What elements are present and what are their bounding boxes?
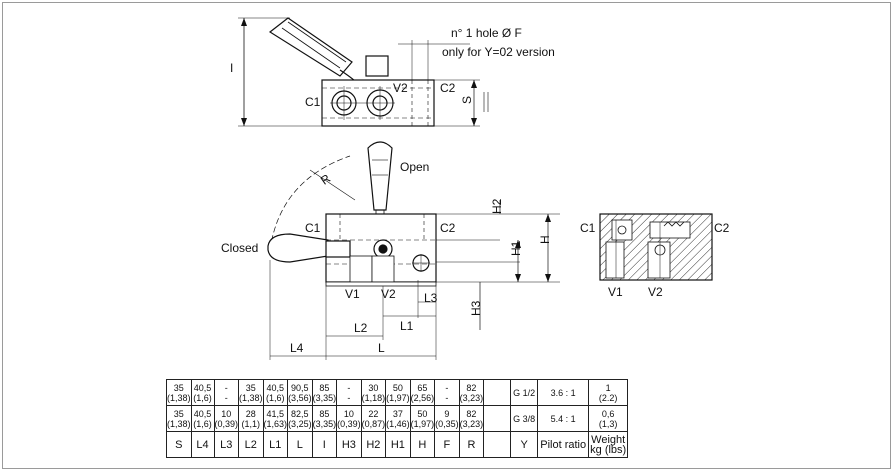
r2-l2: 28 (1,1): [238, 405, 264, 432]
section-v1-label: V1: [608, 285, 623, 299]
r2-s: 35 (1,38): [166, 405, 192, 432]
dim-l-label: L: [378, 341, 385, 355]
dim-s-label: S: [460, 96, 474, 104]
hdr-l3: L3: [213, 431, 240, 458]
r1-h3: - -: [336, 379, 362, 406]
hdr-h3: H3: [336, 431, 362, 458]
r2-h3: 10 (0,39): [336, 405, 362, 432]
dim-l3-label: L3: [424, 291, 438, 305]
front-v1-label: V1: [345, 287, 360, 301]
hdr-s: S: [166, 431, 192, 458]
r2-i: 85 (3,35): [311, 405, 338, 432]
front-c1-label: C1: [305, 221, 321, 235]
r1-f: - -: [434, 379, 460, 406]
r1-weight: 1 (2.2): [588, 379, 629, 406]
section-c2-label: C2: [714, 221, 730, 235]
r1-l3: - -: [213, 379, 240, 406]
section-view: [599, 213, 713, 281]
r1-h2: 30 (1,18): [360, 379, 387, 406]
closed-label: Closed: [221, 241, 258, 255]
r2-pilot: 5.4 : 1: [537, 405, 590, 432]
r1-pilot: 3.6 : 1: [537, 379, 590, 406]
r1-l: 90,5 (3,56): [287, 379, 313, 406]
top-c1-label: C1: [305, 95, 321, 109]
hdr-gap: [483, 431, 512, 458]
spec-header-row: S L4 L3 L2 L1 L I H3 H2 H1 H F R Y Pilot…: [166, 431, 629, 458]
hole-note-line1: n° 1 hole Ø F: [451, 26, 522, 40]
front-c2-label: C2: [440, 221, 456, 235]
spec-table: 35 (1,38) 40,5 (1,6) - - 35 (1,38) 40,5 …: [166, 379, 629, 458]
dim-l4-label: L4: [290, 341, 304, 355]
r2-r: 82 (3,23): [458, 405, 485, 432]
r2-l3: 10 (0,39): [213, 405, 240, 432]
top-c2-label: C2: [440, 81, 456, 95]
hdr-i: I: [311, 431, 338, 458]
section-c1-label: C1: [580, 221, 596, 235]
hdr-r: R: [458, 431, 485, 458]
r2-h2: 22 (0,87): [360, 405, 387, 432]
r2-l: 82,5 (3,25): [287, 405, 313, 432]
r2-gap: [483, 405, 512, 432]
r1-l4: 40,5 (1,6): [190, 379, 215, 406]
r2-y: G 3/8: [510, 405, 539, 432]
hole-note-line2: only for Y=02 version: [442, 45, 555, 59]
hdr-l2: L2: [238, 431, 264, 458]
r1-s: 35 (1,38): [166, 379, 192, 406]
hdr-l4: L4: [190, 431, 215, 458]
hdr-l: L: [287, 431, 313, 458]
dim-l2-label: L2: [354, 321, 368, 335]
r2-h1: 37 (1,46): [385, 405, 411, 432]
dim-h-label: H: [538, 235, 552, 244]
dim-h1-label: H1: [509, 240, 523, 256]
r1-l2: 35 (1,38): [238, 379, 264, 406]
r1-y: G 1/2: [510, 379, 539, 406]
hdr-h: H: [409, 431, 436, 458]
hdr-h1: H1: [385, 431, 411, 458]
top-view: [238, 17, 489, 127]
section-v2-label: V2: [648, 285, 663, 299]
hdr-l1: L1: [262, 431, 289, 458]
hdr-y: Y: [510, 431, 539, 458]
r1-r: 82 (3,23): [458, 379, 485, 406]
dim-r-label: R: [318, 171, 333, 188]
top-v2-label: V2: [393, 81, 408, 95]
r1-gap: [483, 379, 512, 406]
r1-h1: 50 (1,97): [385, 379, 411, 406]
r1-i: 85 (3,35): [311, 379, 338, 406]
open-label: Open: [400, 160, 429, 174]
front-v2-label: V2: [381, 287, 396, 301]
r2-f: 9 (0,35): [434, 405, 460, 432]
r2-weight: 0,6 (1,3): [588, 405, 629, 432]
dim-l1-label: L1: [400, 319, 414, 333]
hdr-h2: H2: [360, 431, 387, 458]
hdr-f: F: [434, 431, 460, 458]
hdr-pilot-ratio: Pilot ratio: [537, 431, 590, 458]
r2-l4: 40,5 (1,6): [190, 405, 215, 432]
r1-h: 65 (2,56): [409, 379, 436, 406]
spec-row-2: 35 (1,38) 40,5 (1,6) 10 (0,39) 28 (1,1) …: [166, 405, 629, 432]
r2-l1: 41,5 (1,63): [262, 405, 289, 432]
dim-h3-label: H3: [469, 300, 483, 316]
dim-i-label: I: [230, 61, 233, 75]
front-view: [267, 141, 560, 360]
dim-h2-label: H2: [490, 198, 504, 214]
spec-row-1: 35 (1,38) 40,5 (1,6) - - 35 (1,38) 40,5 …: [166, 379, 629, 406]
r1-l1: 40,5 (1,6): [262, 379, 289, 406]
hdr-weight: Weight kg (lbs): [588, 431, 629, 458]
r2-h: 50 (1,97): [409, 405, 436, 432]
